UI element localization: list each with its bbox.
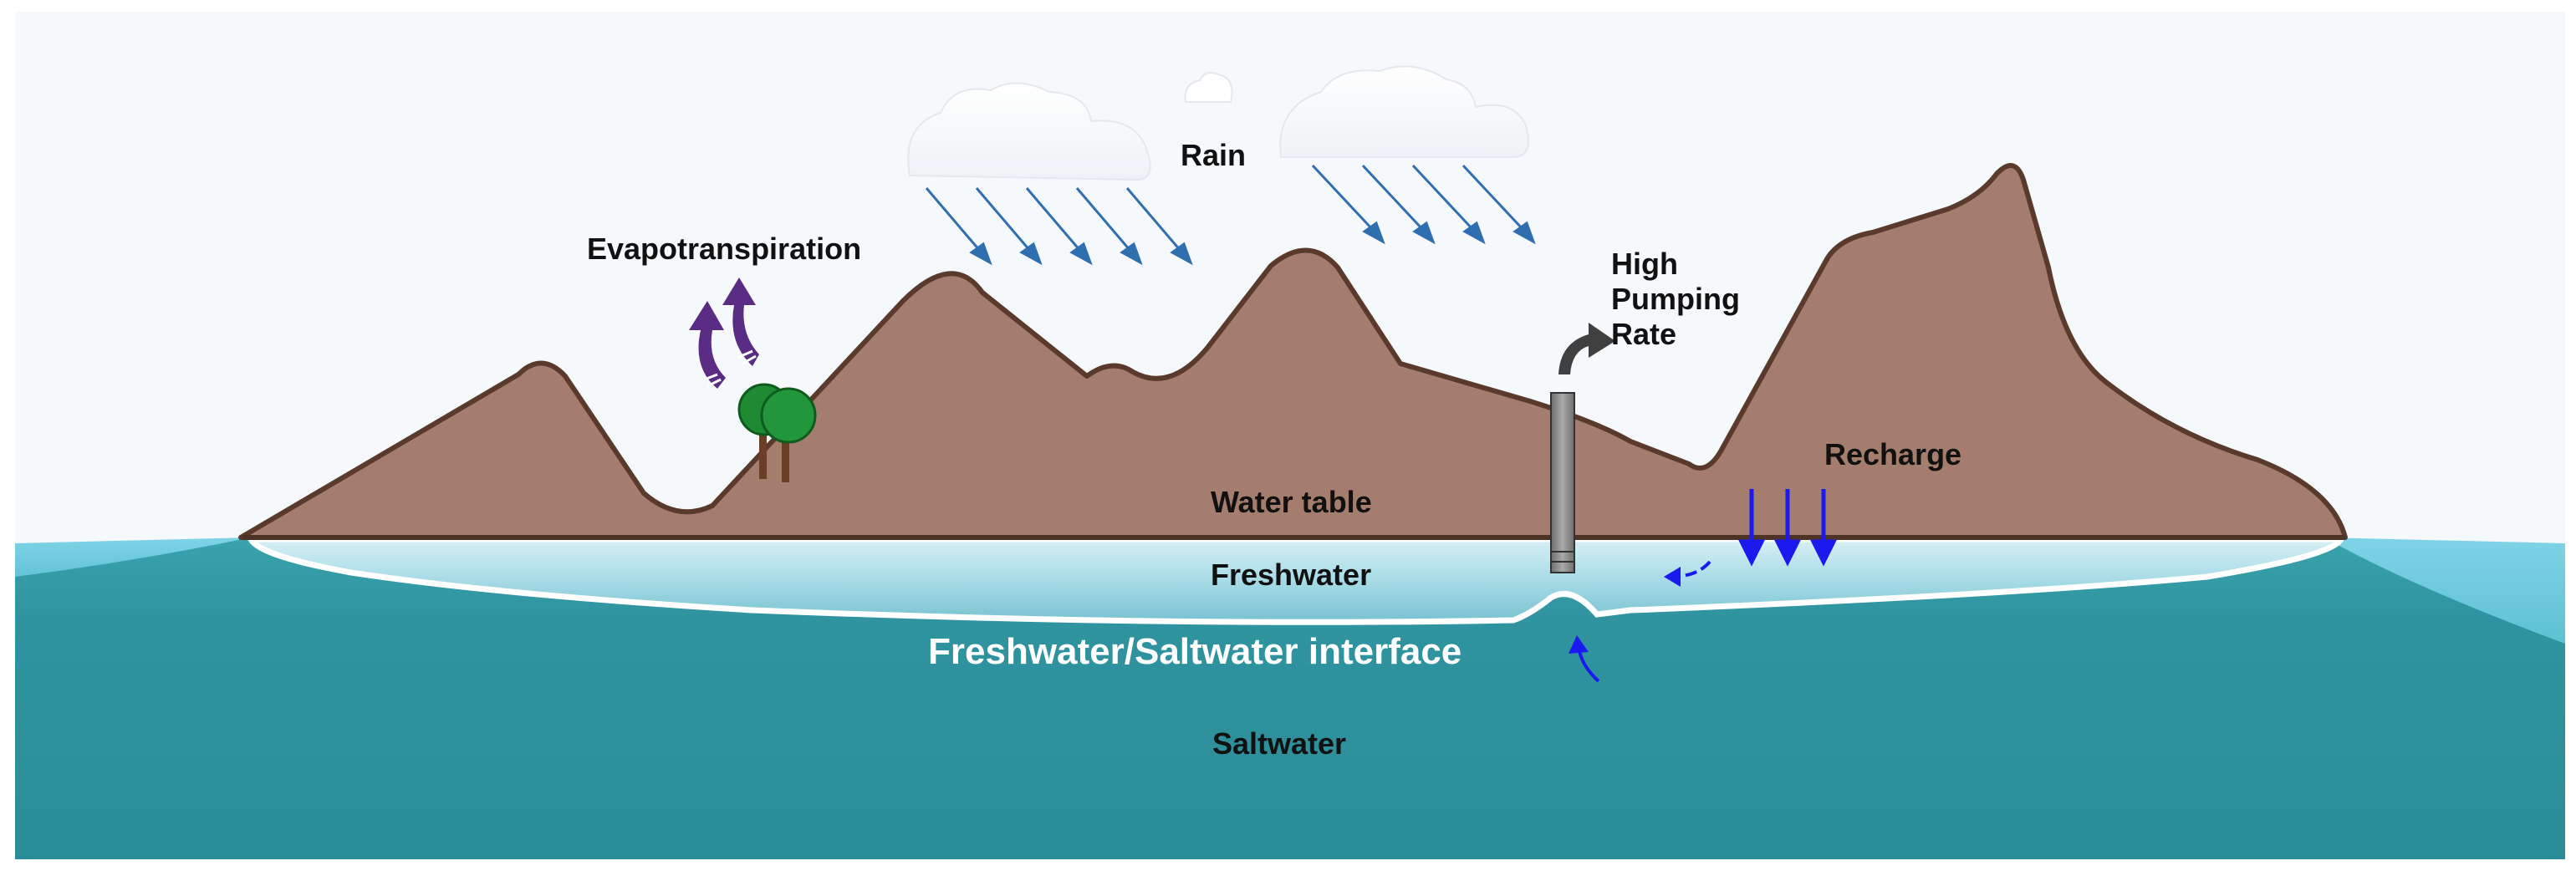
rain-arrow bbox=[1461, 164, 1536, 245]
evapotranspiration-arrow bbox=[689, 301, 726, 389]
freshwater-flow-arrow bbox=[1664, 560, 1711, 587]
rain-label: Rain bbox=[1181, 138, 1246, 172]
rain-arrow bbox=[1025, 187, 1093, 266]
shallow-sea-right bbox=[2324, 537, 2565, 644]
tree-icon bbox=[737, 383, 817, 482]
pumping-label-line1: High bbox=[1611, 247, 1678, 281]
saltwater-intrusion-arrow bbox=[1569, 635, 1600, 683]
rain-arrow bbox=[1361, 164, 1436, 245]
island-landmass bbox=[238, 163, 2348, 540]
rain-arrow bbox=[975, 187, 1043, 266]
saltwater-body bbox=[15, 537, 2565, 859]
pumping-well bbox=[1550, 392, 1575, 573]
interface-label: Freshwater/Saltwater interface bbox=[928, 631, 1461, 672]
evapotranspiration-label: Evapotranspiration bbox=[587, 232, 861, 266]
cloud-right bbox=[1279, 65, 1529, 158]
rain-arrow bbox=[1125, 187, 1193, 266]
recharge-arrow bbox=[1737, 489, 1766, 567]
recharge-label: Recharge bbox=[1824, 437, 1961, 471]
ocean bbox=[15, 537, 2565, 859]
rain-arrow bbox=[1075, 187, 1143, 266]
recharge-arrow bbox=[1773, 489, 1802, 567]
rain-arrows bbox=[925, 164, 1536, 266]
evapotranspiration-arrows bbox=[689, 278, 759, 389]
recharge-arrow bbox=[1809, 489, 1838, 567]
freshwater-label: Freshwater bbox=[1211, 558, 1371, 592]
rain-arrow bbox=[1311, 164, 1385, 245]
rain-arrow bbox=[925, 187, 992, 266]
cloud-puff bbox=[1184, 72, 1233, 103]
recharge-arrows bbox=[1737, 489, 1838, 567]
pumping-label-line2: Pumping bbox=[1611, 282, 1740, 316]
pump-discharge-arrow bbox=[1558, 323, 1615, 374]
pumping-label-line3: Rate bbox=[1611, 317, 1676, 351]
water-table-label: Water table bbox=[1211, 485, 1372, 519]
saltwater-label: Saltwater bbox=[1212, 726, 1346, 761]
rain-arrow bbox=[1411, 164, 1486, 245]
cloud-left bbox=[907, 82, 1151, 181]
freshwater-lens bbox=[246, 536, 2346, 625]
evapotranspiration-arrow bbox=[722, 278, 759, 366]
